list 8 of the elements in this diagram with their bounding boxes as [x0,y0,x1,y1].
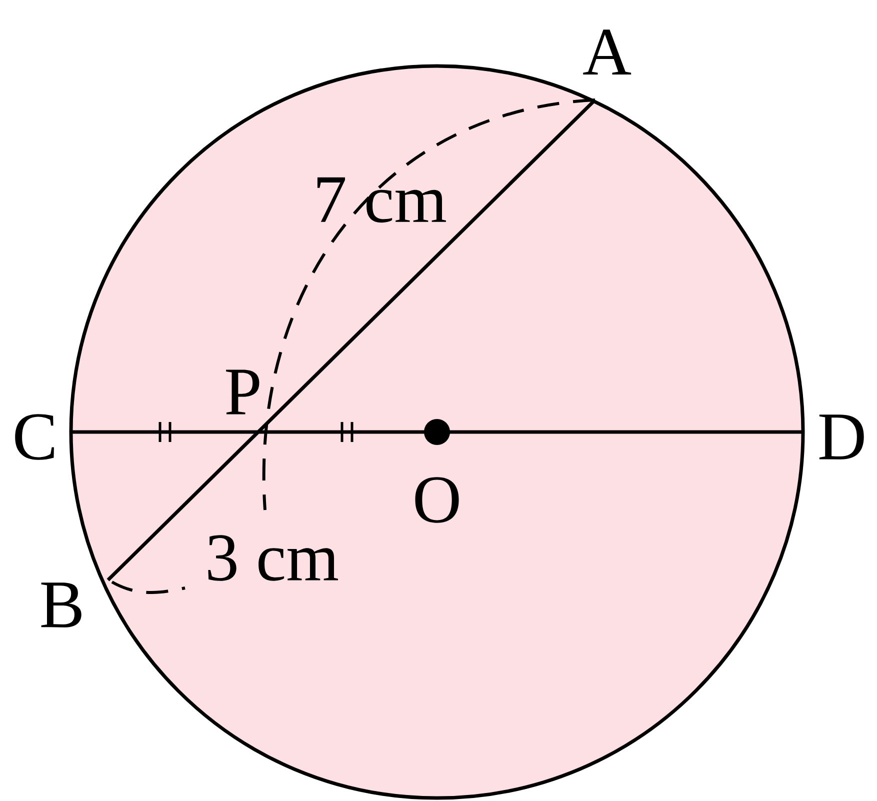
point-label: D [819,414,864,460]
point-label: A [583,30,632,74]
point-label: B [41,582,82,628]
point-label: O [415,477,459,523]
point-label: P [226,370,260,414]
point-label: C [15,414,54,460]
length-label: 7 cm [317,177,446,223]
length-label: 3 cm [208,535,338,581]
